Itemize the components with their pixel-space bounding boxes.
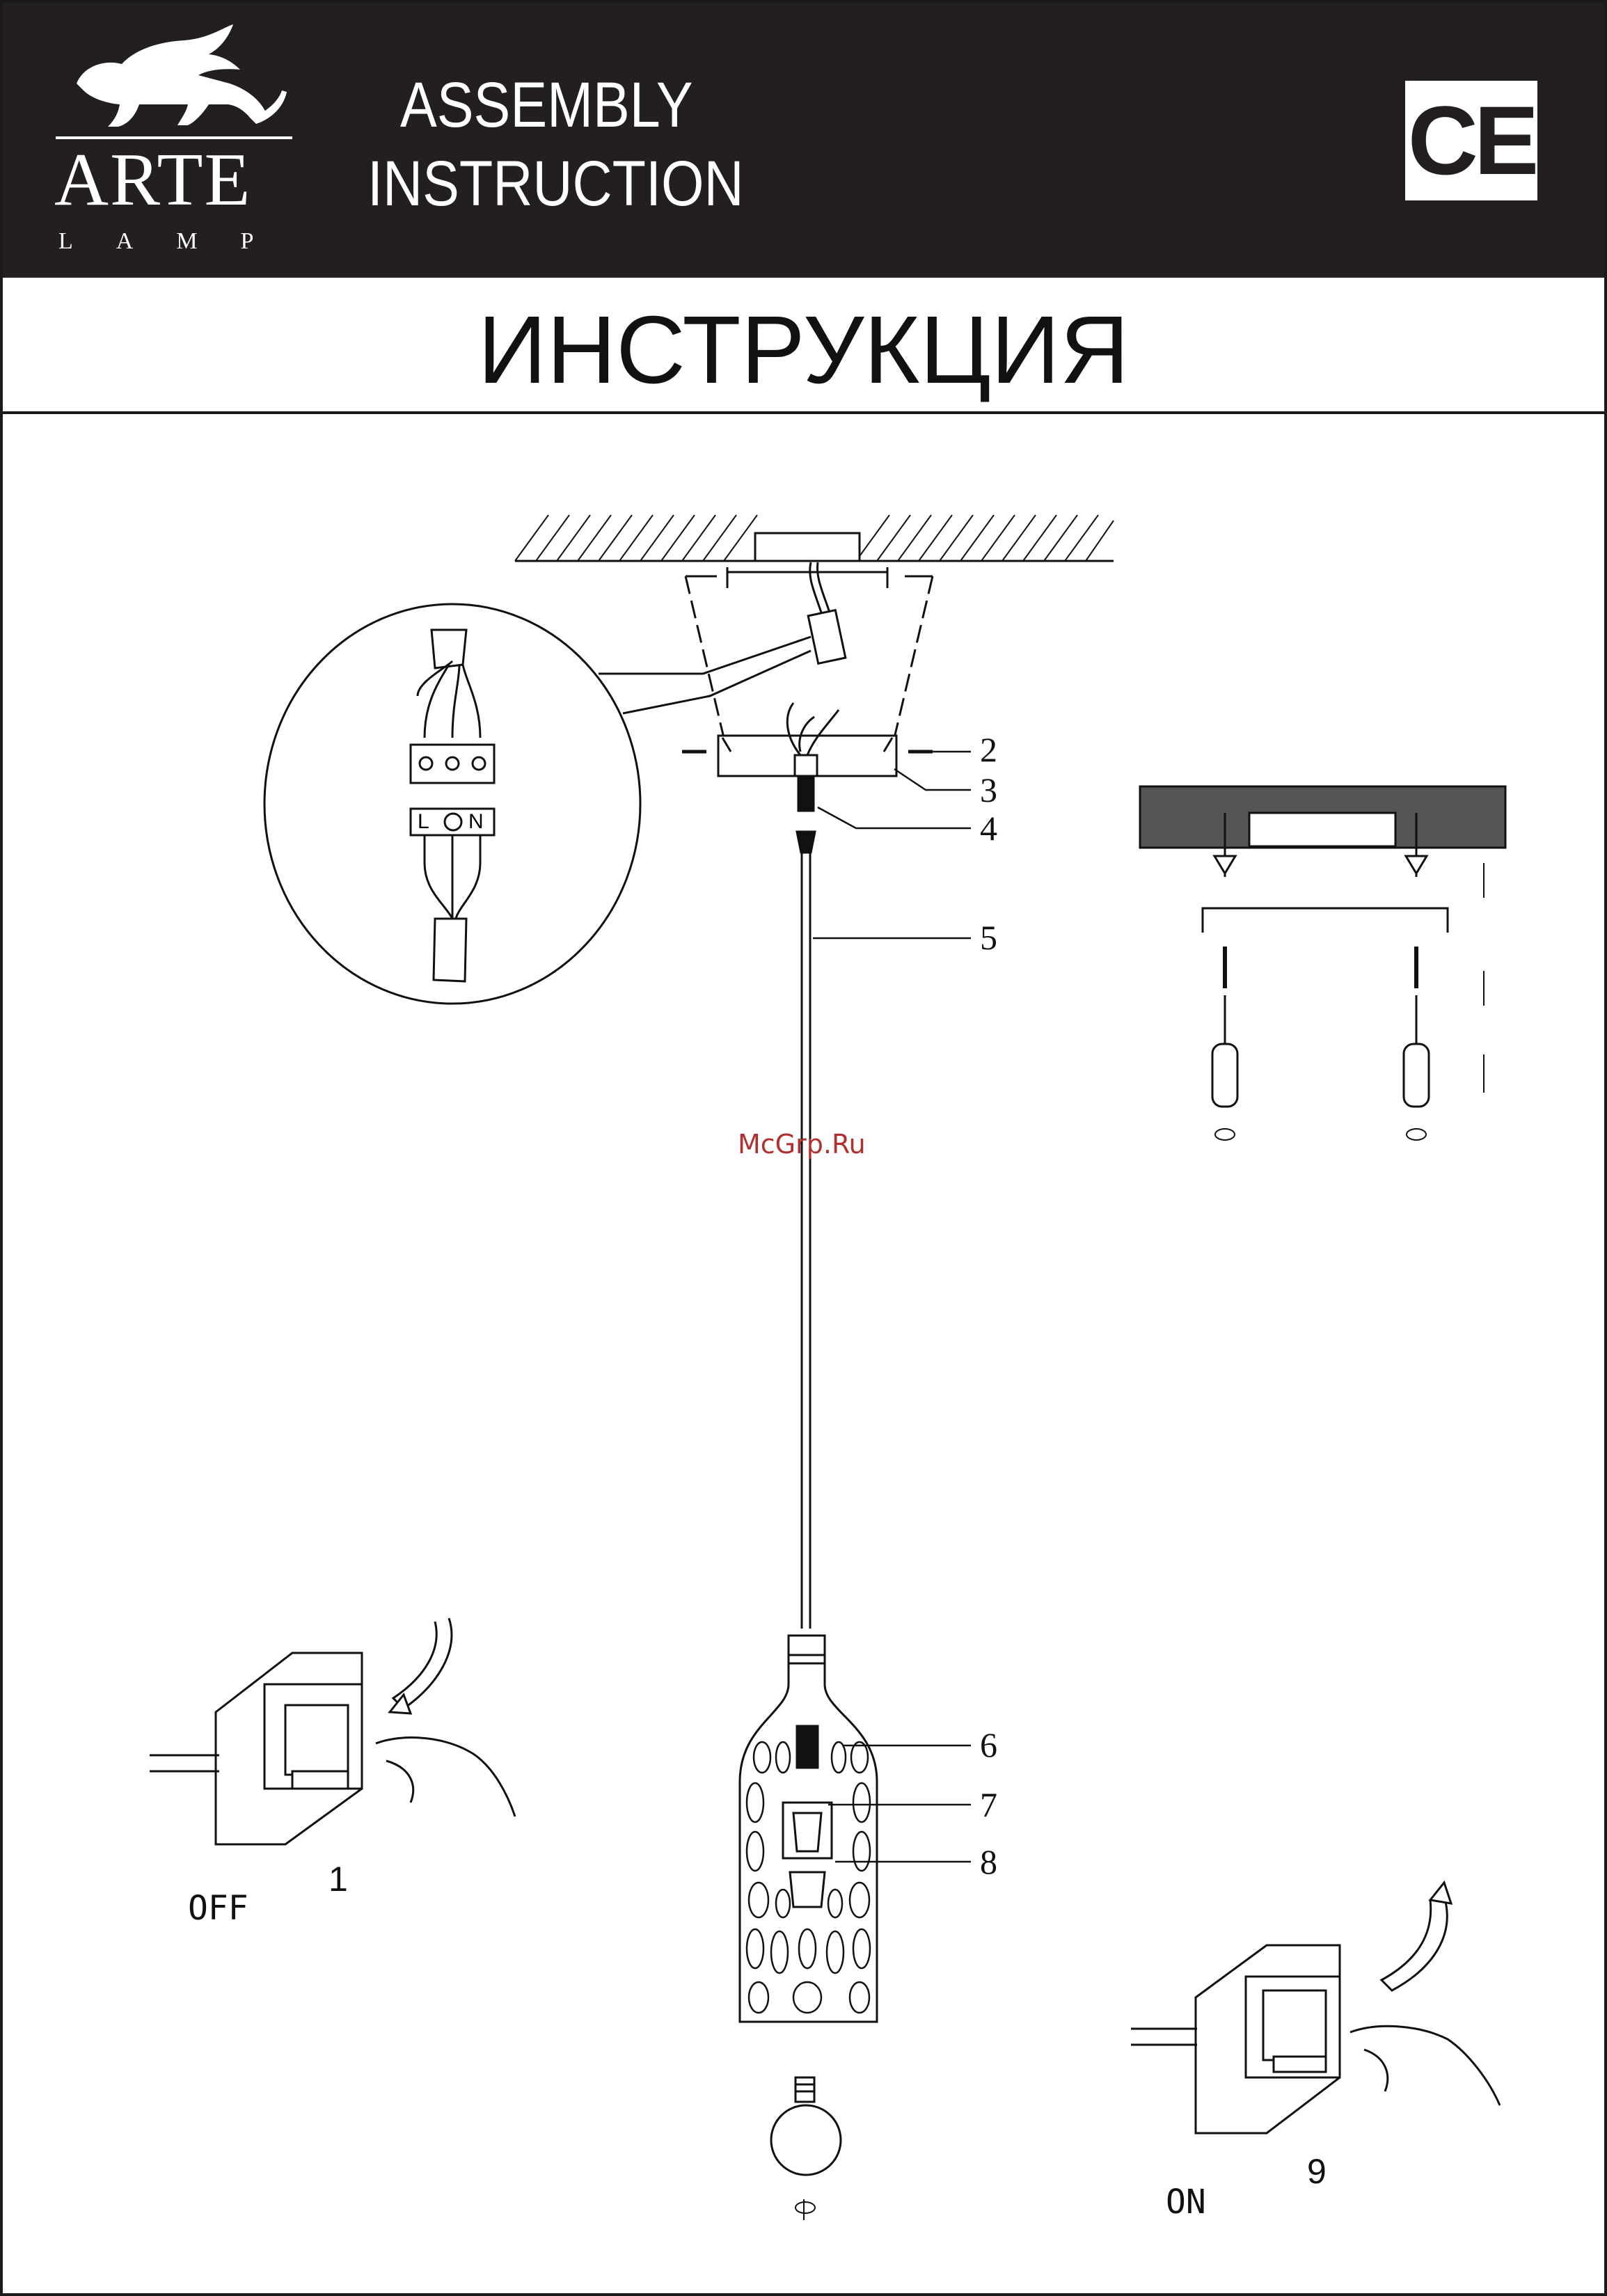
instruction-page: { "header": { "brand": "ARTE", "brand_su… — [0, 0, 1607, 2296]
page-border — [0, 0, 1607, 2296]
